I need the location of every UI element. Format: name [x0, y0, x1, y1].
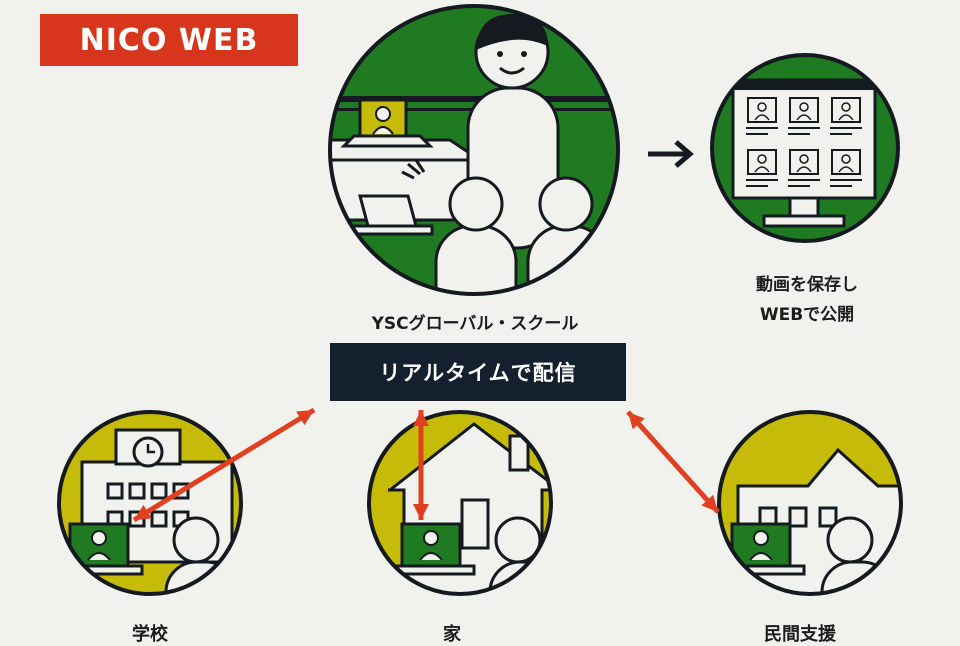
video-thumbnail: [830, 97, 862, 135]
double-arrow-icon: [132, 407, 720, 523]
archive-label: 動画を保存し WEBで公開: [722, 270, 892, 330]
student-figure: [488, 516, 551, 594]
laptop-icon: [340, 98, 434, 148]
right-arrow-icon: [648, 140, 694, 168]
nico-web-logo: NICO WEB: [40, 14, 298, 66]
support-label: 民間支援: [764, 624, 836, 645]
laptop-icon: [59, 522, 144, 576]
realtime-stream-box: リアルタイムで配信: [330, 343, 626, 401]
laptop-icon: [390, 522, 476, 576]
double-arrow: [413, 410, 429, 520]
double-arrow: [626, 410, 720, 514]
archive-label-line2: WEBで公開: [759, 305, 855, 325]
home-node: [367, 410, 553, 596]
classroom-scene: [328, 4, 620, 296]
hub-label: YSCグローバル・スクール: [371, 314, 579, 334]
double-arrow: [132, 407, 316, 523]
home-label: 家: [443, 624, 461, 645]
video-thumbnail: [830, 149, 862, 187]
video-thumbnail: [746, 97, 778, 135]
video-thumbnail: [788, 97, 820, 135]
monitor-scene: [710, 53, 900, 243]
school-label: 学校: [132, 624, 168, 645]
archive-label-line1: 動画を保存し: [756, 275, 858, 295]
clock-icon: [132, 436, 164, 468]
monitor-icon: [731, 78, 877, 228]
video-thumbnail: [746, 149, 778, 187]
support-node: [717, 410, 903, 596]
video-thumbnail: [788, 149, 820, 187]
